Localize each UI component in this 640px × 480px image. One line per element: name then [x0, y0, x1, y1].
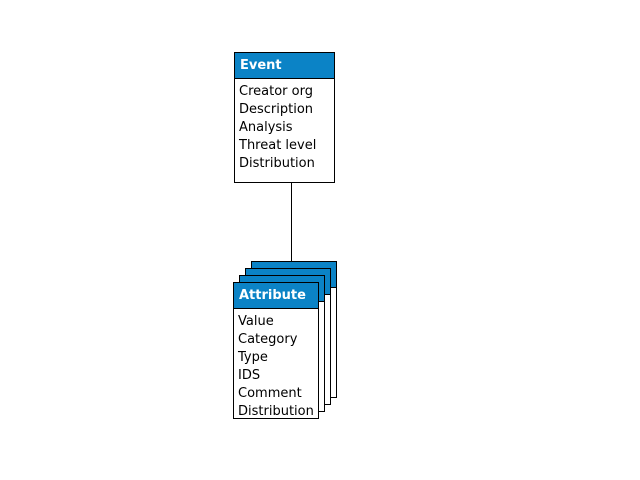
event-row: Threat level — [239, 138, 317, 153]
attribute-row: Comment — [238, 386, 302, 401]
event-attribute-list: Creator org Description Analysis Threat … — [235, 79, 334, 173]
attribute-field-list: Value Category Type IDS Comment Distribu… — [234, 309, 318, 421]
attribute-row: Distribution — [238, 404, 314, 419]
event-class-box[interactable]: Event Creator org Description Analysis T… — [234, 52, 335, 183]
event-class-header: Event — [235, 53, 334, 79]
attribute-row: IDS — [238, 368, 261, 383]
attribute-class-header: Attribute — [234, 283, 318, 309]
event-attribute-connector-line — [291, 182, 292, 263]
event-row: Analysis — [239, 120, 293, 135]
event-row: Creator org — [239, 84, 313, 99]
event-row: Description — [239, 102, 314, 117]
attribute-class-box[interactable]: Attribute Value Category Type IDS Commen… — [233, 282, 319, 419]
attribute-class-stack[interactable]: Attribute Value Category Type IDS Commen… — [233, 261, 343, 421]
event-row: Distribution — [239, 156, 315, 171]
attribute-row: Type — [238, 350, 268, 365]
attribute-row: Category — [238, 332, 298, 347]
attribute-row: Value — [238, 314, 274, 329]
